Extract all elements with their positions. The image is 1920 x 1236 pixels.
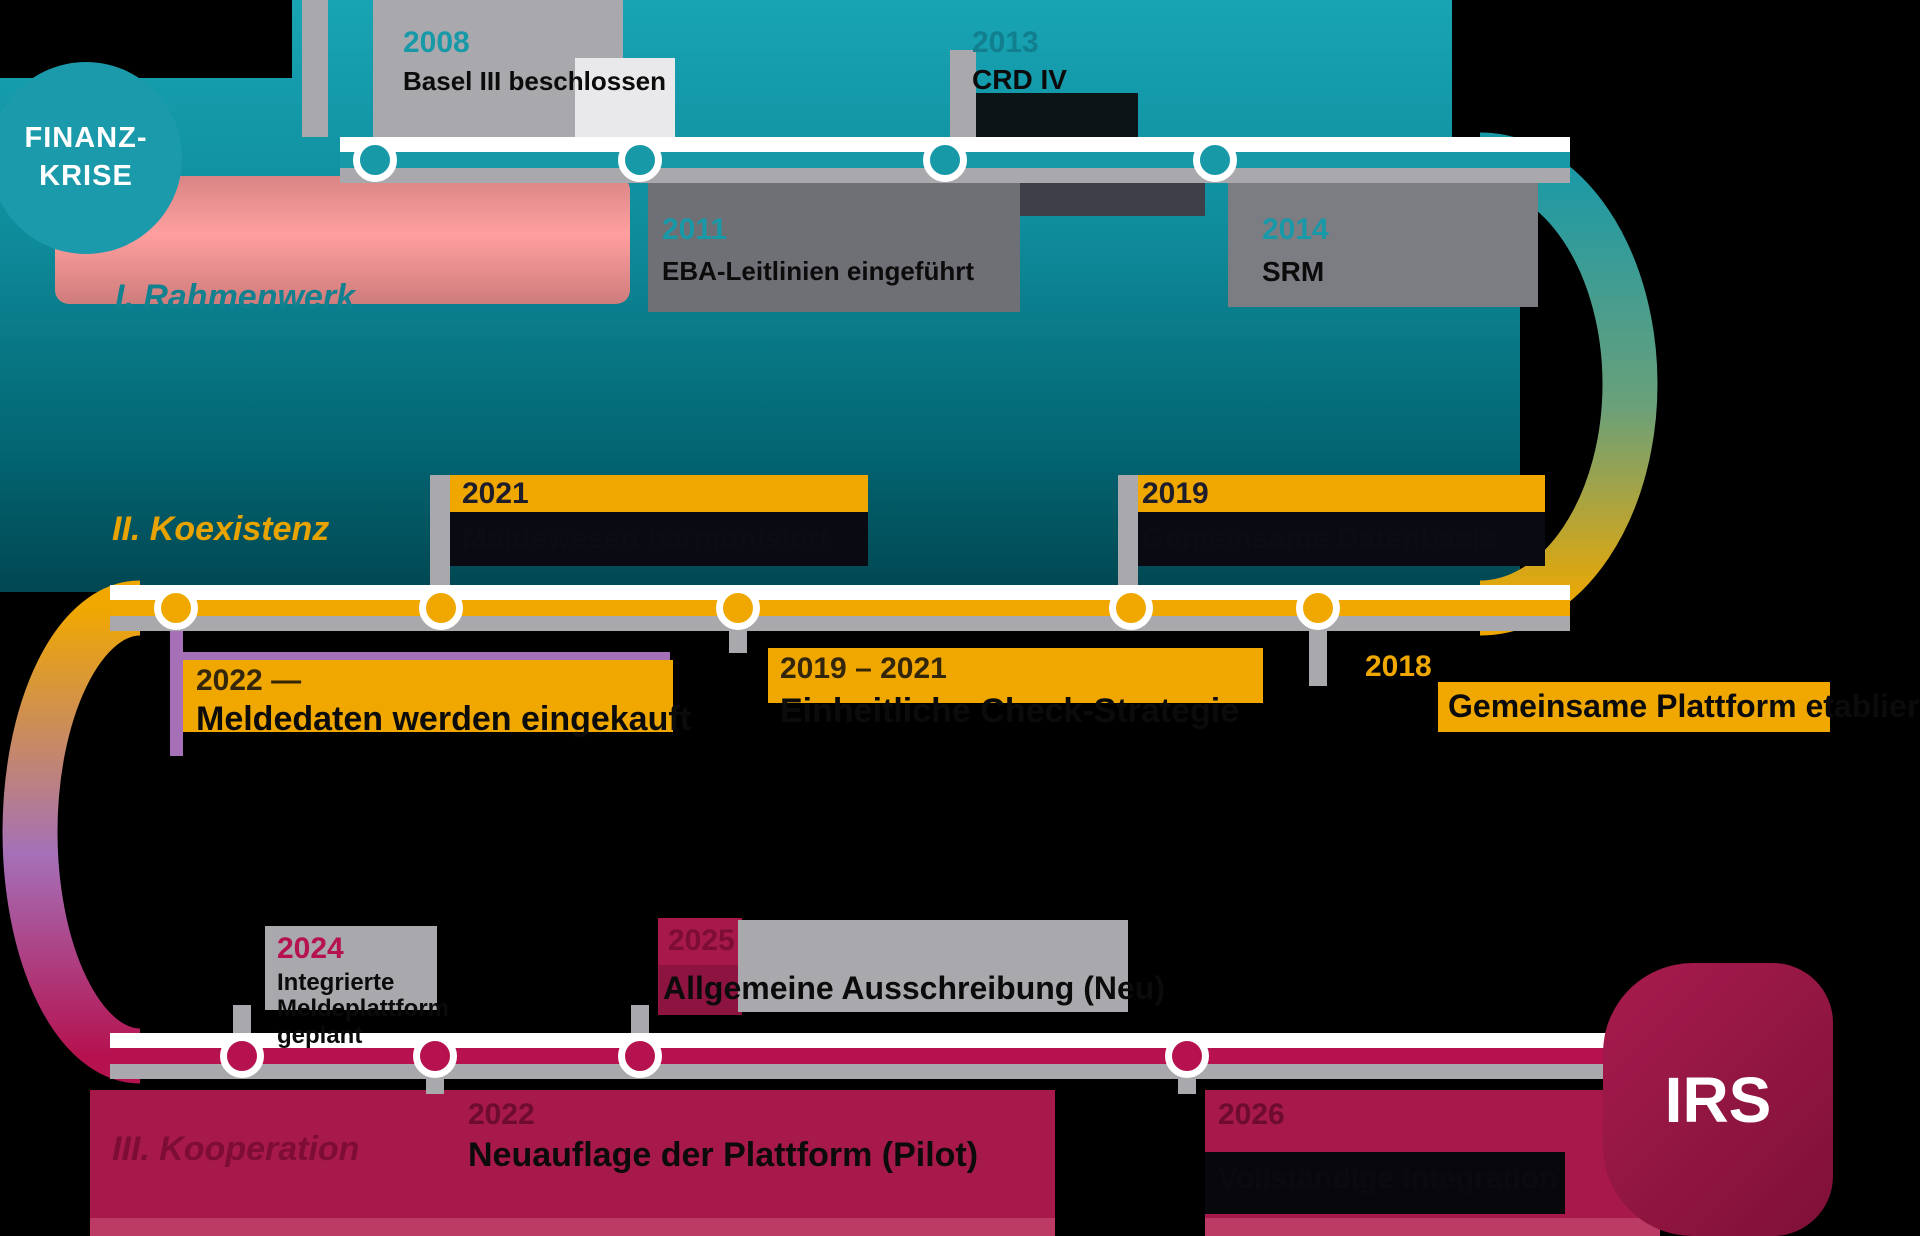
node-2018: [1296, 586, 1340, 630]
desc-2022: Meldedaten werden eingekauft: [196, 700, 691, 738]
purple-strip: [170, 652, 670, 660]
connector-2019: [1118, 475, 1138, 587]
node-2019-row2: [1109, 586, 1153, 630]
callout-box-2021-dark: [448, 512, 868, 566]
year-2022: 2022 —: [196, 664, 302, 697]
node-2011: [618, 138, 662, 182]
connector-2022-row3: [426, 1079, 444, 1094]
desc-2014: SRM: [1262, 256, 1325, 287]
callout-box-2025-lower: [658, 965, 742, 1015]
curve-row2-to-row3: [2, 580, 142, 1084]
connector-2008: [302, 0, 328, 137]
node-2026: [1165, 1034, 1209, 1078]
year-2013: 2013: [972, 26, 1039, 59]
connector-2025: [631, 1005, 649, 1033]
year-2021: 2021: [462, 477, 529, 510]
callout-box-2008-white: [575, 58, 675, 137]
node-2025: [618, 1034, 662, 1078]
desc-2018: Gemeinsame Plattform etabliert: [1448, 688, 1920, 724]
desc-2026: Vollständige Integration: [1218, 1162, 1558, 1195]
node-2022: [154, 586, 198, 630]
connector-2022-purple: [170, 631, 183, 756]
timeline-row3: [110, 1033, 1620, 1079]
connector-2021: [430, 475, 450, 587]
callout-box-2014: [1228, 177, 1538, 307]
irs-label: IRS: [1664, 1063, 1772, 1136]
connector-2019-2021: [729, 631, 747, 653]
year-2008: 2008: [403, 26, 470, 59]
row1-label: I. Rahmenwerk: [115, 278, 355, 316]
callout-box-2022: [183, 660, 673, 732]
timeline-row2: [110, 585, 1570, 631]
year-2011: 2011: [662, 213, 728, 246]
year-2019-2021: 2019 – 2021: [780, 652, 947, 685]
row2-label: II. Koexistenz: [112, 510, 330, 548]
year-2024: 2024: [277, 932, 344, 965]
year-2019-row2: 2019: [1142, 477, 1209, 510]
node-2021: [419, 586, 463, 630]
node-2008: [353, 138, 397, 182]
callout-box-2025-year: [658, 918, 742, 968]
curve-row1-to-row2: [1479, 132, 1658, 636]
callout-box-2026-dark: [1205, 1152, 1565, 1214]
finanzkrise-bubble: FINANZ- KRISE: [0, 62, 182, 254]
callout-box-2019-2021: [768, 648, 1263, 703]
irs-bubble: IRS: [1603, 963, 1833, 1236]
node-2013: [923, 138, 967, 182]
year-2014: 2014: [1262, 213, 1329, 246]
callout-box-2018: [1438, 682, 1830, 732]
black-patch-top-left: [0, 0, 292, 78]
year-2026: 2026: [1218, 1098, 1285, 1131]
crimson-strip-right: [1205, 1218, 1660, 1236]
desc-2008: Basel III beschlossen: [403, 66, 667, 96]
callout-box-2011: [648, 177, 1020, 312]
black-patch-top-right: [1452, 0, 1920, 137]
node-2019-2021: [716, 586, 760, 630]
connector-2024: [233, 1005, 251, 1033]
callout-box-2025: [738, 920, 1128, 1012]
finanzkrise-line1: FINANZ-: [24, 122, 148, 155]
callout-box-2024: [265, 926, 437, 1010]
desc-2025: Allgemeine Ausschreibung (Neu): [663, 970, 1165, 1006]
desc-2024: Integrierte Meldeplattform geplant: [277, 969, 450, 1049]
callout-box-2019-dark: [1133, 512, 1545, 566]
year-2022-row3: 2022: [468, 1098, 535, 1131]
callout-box-2019: [1133, 475, 1545, 512]
node-2022-row3: [413, 1034, 457, 1078]
connector-2026: [1178, 1079, 1196, 1094]
year-2018: 2018: [1365, 650, 1432, 683]
desc-2021: Meldewesen harmonisiert: [462, 522, 829, 555]
finanzkrise-line2: KRISE: [39, 160, 133, 192]
node-2024: [220, 1034, 264, 1078]
row3-label: III. Kooperation: [112, 1130, 360, 1168]
callout-box-2021: [448, 475, 868, 512]
crimson-band-left: [90, 1090, 1055, 1218]
year-2025: 2025: [668, 924, 735, 957]
connector-2013: [950, 50, 976, 137]
crimson-strip-left: [90, 1218, 1055, 1236]
desc-2019-row2: Gemeinsame Datenbasis: [1142, 522, 1498, 555]
desc-2019-2021: Einheitliche Check-Strategie: [780, 692, 1240, 730]
desc-2022-row3: Neuauflage der Plattform (Pilot): [468, 1136, 979, 1174]
desc-2013: CRD IV: [972, 64, 1067, 95]
connector-2018: [1309, 631, 1327, 686]
desc-2011: EBA-Leitlinien eingeführt: [662, 256, 974, 286]
node-2014: [1193, 138, 1237, 182]
